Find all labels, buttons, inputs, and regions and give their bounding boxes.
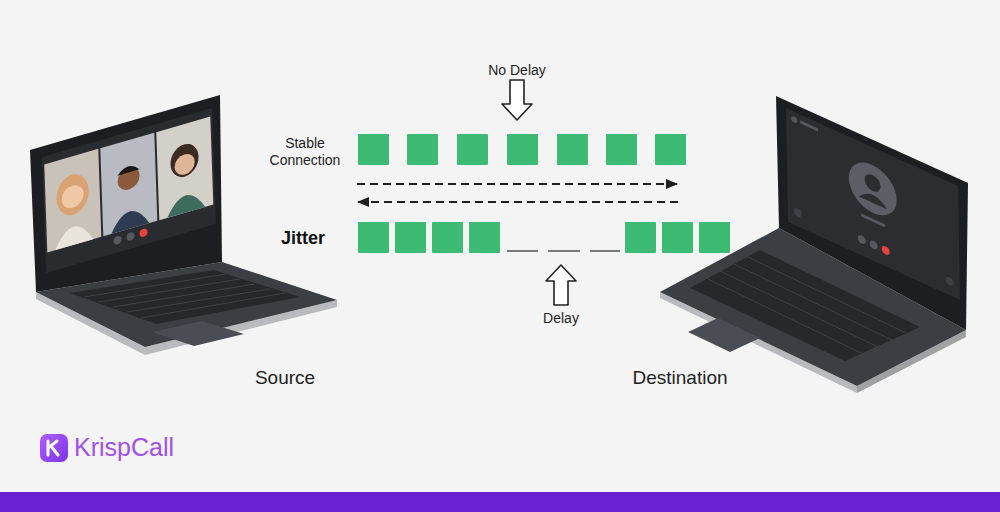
packet-row-jitter	[395, 222, 426, 253]
destination-laptop	[870, 239, 878, 251]
source-laptop	[152, 321, 244, 346]
pointer-label: No Delay	[467, 62, 567, 79]
source-laptop	[127, 289, 270, 312]
source-laptop	[42, 108, 216, 273]
destination-laptop	[859, 189, 887, 210]
packet-row-jitter	[432, 222, 463, 253]
source-laptop	[113, 284, 255, 307]
destination-laptop	[776, 96, 968, 330]
source-laptop	[42, 108, 216, 273]
destination-laptop	[786, 108, 960, 300]
packet-row-jitter	[358, 222, 389, 253]
packet-row-stable	[457, 134, 488, 165]
packet-row-stable	[358, 134, 389, 165]
logo-icon	[40, 434, 68, 462]
packet-row-jitter	[507, 250, 538, 252]
source-laptop	[167, 190, 206, 218]
destination-laptop	[688, 318, 760, 352]
source-laptop	[174, 152, 195, 178]
packet-row-jitter	[548, 250, 580, 252]
source-laptop	[56, 170, 89, 219]
source-laptop	[117, 163, 139, 175]
destination-laptop	[800, 120, 818, 131]
logo-icon	[48, 441, 58, 455]
source-laptop	[99, 279, 240, 302]
source-laptop	[44, 149, 101, 253]
packet-row-stable	[358, 134, 686, 165]
source-laptop	[100, 133, 157, 237]
packet-row-jitter	[662, 222, 693, 253]
packet-row-jitter	[358, 222, 730, 253]
packet-row-jitter	[625, 222, 656, 253]
pointer-arrow-up	[546, 265, 576, 305]
source-laptop	[141, 293, 285, 318]
dashed-flow-arrow	[357, 183, 678, 185]
destination-laptop	[864, 171, 880, 194]
pointer-arrow-down	[502, 80, 532, 120]
logo-icon	[40, 434, 68, 462]
destination-laptop	[882, 245, 890, 257]
pointer-label: Delay	[521, 310, 601, 327]
packet-row-stable	[507, 134, 538, 165]
packet-row-stable	[655, 134, 686, 165]
destination-laptop	[861, 214, 885, 228]
source-laptop	[117, 164, 140, 192]
destination-laptop	[946, 276, 954, 288]
source-laptop	[156, 117, 213, 221]
packet-row-stable	[557, 134, 588, 165]
footer-band	[0, 492, 1000, 512]
destination-laptop	[794, 207, 802, 219]
destination-laptop	[858, 234, 866, 246]
source-laptop	[139, 228, 147, 238]
pointer-arrow-up	[546, 265, 576, 305]
source-laptop	[113, 235, 121, 245]
destination-laptop	[848, 154, 897, 224]
source-laptop	[170, 140, 199, 180]
device-label: Source	[210, 366, 360, 390]
packet-row-jitter	[469, 222, 500, 253]
footer-band	[0, 492, 1000, 512]
row-label: Stable Connection	[260, 135, 350, 169]
packet-row-stable	[407, 134, 438, 165]
dashed-flow-arrow	[357, 201, 678, 203]
source-laptop	[30, 95, 222, 292]
packet-row-jitter	[358, 222, 730, 253]
source-laptop	[55, 221, 94, 250]
packet-row-stable	[606, 134, 637, 165]
destination-laptop	[791, 115, 797, 124]
brand-logo-text: KrispCall	[74, 432, 234, 463]
packet-row-jitter	[590, 250, 620, 252]
destination-laptop	[786, 108, 960, 300]
destination-laptop	[660, 96, 968, 393]
packet-row-jitter	[507, 250, 620, 252]
source-laptop	[126, 231, 134, 241]
source-laptop	[84, 274, 285, 318]
device-label: Destination	[605, 366, 755, 390]
source-laptop	[61, 182, 84, 210]
packet-row-jitter	[699, 222, 730, 253]
source-laptop	[30, 95, 337, 355]
pointer-arrow-down	[502, 80, 532, 120]
row-label: Jitter	[268, 227, 338, 249]
destination-device: Destination	[678, 90, 975, 395]
